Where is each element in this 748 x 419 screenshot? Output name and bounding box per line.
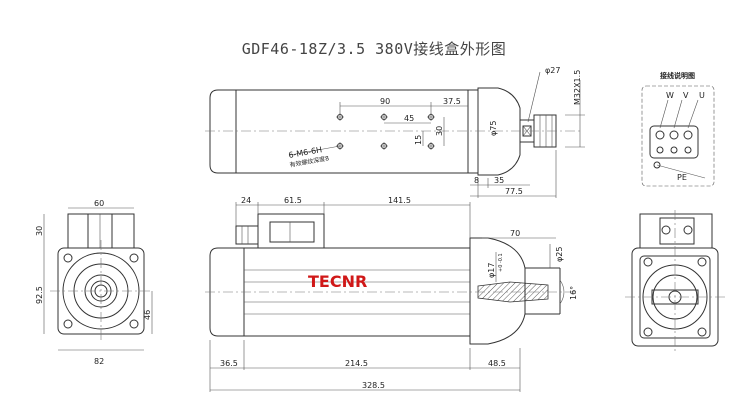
mount-hole [380,113,388,121]
dim-30: 30 [435,126,444,136]
dim-48-5: 48.5 [488,359,506,368]
dim-24: 24 [241,196,251,205]
terminal-u: U [699,91,705,100]
terminal-v: V [683,91,689,100]
mount-hole [427,113,435,121]
dim-phi25: φ25 [555,247,564,262]
dim-37-5: 37.5 [443,97,461,106]
wiring-heading: 接线说明图 [660,71,695,80]
dim-46: 46 [143,310,152,320]
dim-30-front: 30 [35,226,44,236]
dim-angle: 16° [569,286,578,300]
brand-logo: TECNR [308,272,367,291]
dim-8: 8 [474,176,479,185]
side-view: 24 61.5 141.5 70 φ25 φ17 +0 -0.1 16° 36.… [205,196,578,392]
top-view: 90 37.5 45 30 15 φ75 φ27 M32X1.5 8 35 77… [205,66,585,198]
dim-82: 82 [94,357,104,366]
wiring-diagram: 接线说明图 W V U PE [641,71,715,187]
dim-70: 70 [510,229,520,238]
terminal-w: W [666,91,674,100]
mount-hole [336,113,344,121]
dim-92-5: 92.5 [35,286,44,304]
drawing-title: GDF46-18Z/3.5 380V接线盒外形图 [241,40,507,58]
mount-hole [380,142,388,150]
dim-m32: M32X1.5 [573,70,582,105]
dim-90: 90 [380,97,390,106]
dim-phi27: φ27 [545,66,560,75]
dim-328-5: 328.5 [362,381,385,390]
terminal-pe: PE [677,173,687,182]
dim-35: 35 [494,176,504,185]
hole-callout: 6-M6-6H 有效螺纹深度8 [288,145,341,169]
dim-phi17: φ17 [487,263,496,278]
dim-77-5: 77.5 [505,187,523,196]
dim-60: 60 [94,199,104,208]
dim-phi75: φ75 [489,121,498,136]
dim-214-5: 214.5 [345,359,368,368]
rear-view [625,210,725,352]
dim-tolerance: +0 -0.1 [498,253,504,272]
dim-15: 15 [414,135,423,145]
front-view: 60 30 92.5 46 82 [35,199,153,366]
dim-141-5: 141.5 [388,196,411,205]
mount-hole [427,142,435,150]
dim-45: 45 [404,114,414,123]
dim-36-5: 36.5 [220,359,238,368]
dim-61-5: 61.5 [284,196,302,205]
